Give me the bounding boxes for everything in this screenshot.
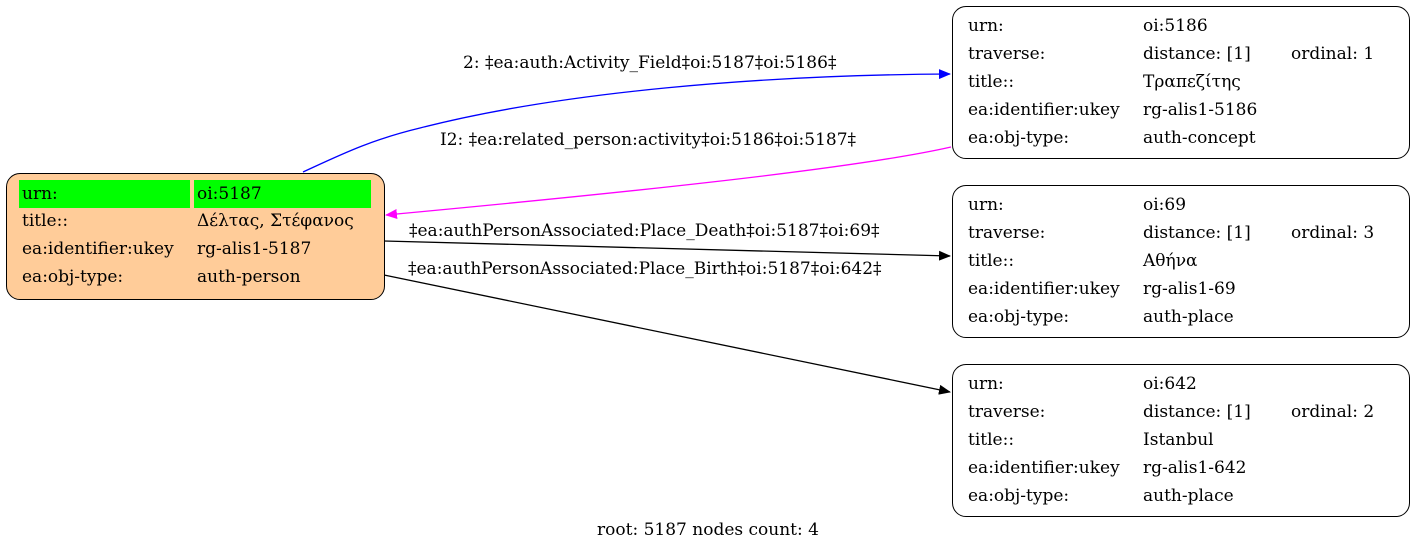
node-value: oi:5187 <box>194 180 371 208</box>
node-ordinal: ordinal: 2 <box>1291 402 1375 422</box>
node-value: Istanbul <box>1143 430 1214 450</box>
node-key: ea:identifier:ukey <box>22 239 174 259</box>
node-key: urn: <box>968 374 1004 394</box>
node-oi-5186: urn: oi:5186 traverse: distance: [1] ord… <box>952 6 1410 159</box>
node-key: title:: <box>968 72 1015 92</box>
node-value: oi:642 <box>1143 374 1197 394</box>
node-key: ea:obj-type: <box>968 307 1070 327</box>
node-key: ea:identifier:ukey <box>968 458 1120 478</box>
node-value: oi:69 <box>1143 195 1187 215</box>
edge-activity-field <box>302 69 951 173</box>
node-oi-642: urn: oi:642 traverse: distance: [1] ordi… <box>952 364 1410 517</box>
node-value: Τραπεζίτης <box>1143 72 1241 92</box>
node-key: traverse: <box>968 223 1046 243</box>
node-key: urn: <box>968 16 1004 36</box>
node-value: auth-concept <box>1143 128 1256 148</box>
node-key: urn: <box>19 180 190 208</box>
node-value: auth-person <box>197 267 301 287</box>
node-value: distance: [1] <box>1143 44 1251 64</box>
graph-footer: root: 5187 nodes count: 4 <box>597 520 819 540</box>
node-value: Αθήνα <box>1143 251 1198 271</box>
node-oi-69: urn: oi:69 traverse: distance: [1] ordin… <box>952 185 1410 338</box>
edge-place-birth <box>383 274 951 395</box>
node-value: rg-alis1-5186 <box>1143 100 1258 120</box>
node-key: ea:obj-type: <box>22 267 124 287</box>
node-value: rg-alis1-5187 <box>197 239 312 259</box>
node-key: title:: <box>968 251 1015 271</box>
node-key: ea:identifier:ukey <box>968 100 1120 120</box>
edge-related-person <box>385 146 952 219</box>
node-ordinal: ordinal: 1 <box>1291 44 1375 64</box>
node-key: title:: <box>22 211 69 231</box>
edge-label-related-person: I2: ‡ea:related_person:activity‡oi:5186‡… <box>440 130 857 150</box>
node-key: ea:identifier:ukey <box>968 279 1120 299</box>
node-value: auth-place <box>1143 486 1234 506</box>
node-row-urn: urn: oi:5187 <box>19 180 371 208</box>
node-key: ea:obj-type: <box>968 486 1070 506</box>
edge-label-place-birth: ‡ea:authPersonAssociated:Place_Birth‡oi:… <box>408 259 882 279</box>
node-key: urn: <box>968 195 1004 215</box>
node-value: Δέλτας, Στέφανος <box>197 211 354 231</box>
node-key: title:: <box>968 430 1015 450</box>
node-key: ea:obj-type: <box>968 128 1070 148</box>
node-value: distance: [1] <box>1143 223 1251 243</box>
node-key: traverse: <box>968 402 1046 422</box>
node-value: rg-alis1-69 <box>1143 279 1236 299</box>
node-value: distance: [1] <box>1143 402 1251 422</box>
node-ordinal: ordinal: 3 <box>1291 223 1375 243</box>
node-value: rg-alis1-642 <box>1143 458 1247 478</box>
root-node: urn: oi:5187 title:: Δέλτας, Στέφανος ea… <box>6 173 385 300</box>
edge-label-place-death: ‡ea:authPersonAssociated:Place_Death‡oi:… <box>409 221 880 241</box>
edge-label-activity-field: 2: ‡ea:auth:Activity_Field‡oi:5187‡oi:51… <box>463 53 837 73</box>
node-key: traverse: <box>968 44 1046 64</box>
edge-place-death <box>383 240 951 261</box>
node-value: oi:5186 <box>1143 16 1208 36</box>
node-value: auth-place <box>1143 307 1234 327</box>
